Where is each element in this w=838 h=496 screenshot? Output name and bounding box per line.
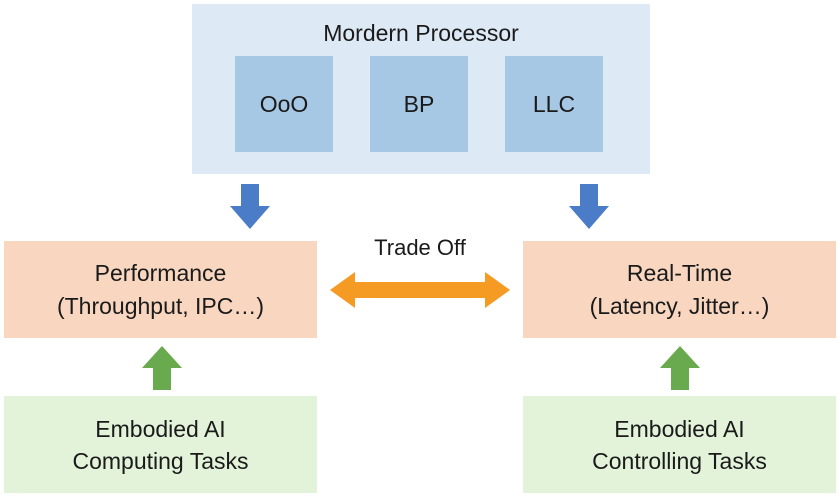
controlling-tasks-box: Embodied AI Controlling Tasks: [523, 396, 836, 493]
llc-component: LLC: [505, 56, 603, 152]
tradeoff-label: Trade Off: [374, 235, 466, 260]
performance-metrics: (Throughput, IPC…): [56, 292, 265, 319]
bp-component: BP: [370, 56, 468, 152]
performance-title: Performance: [94, 259, 227, 286]
controlling-tasks-line1: Embodied AI: [614, 415, 745, 442]
up-arrow-left-icon: [142, 346, 182, 390]
tradeoff-double-arrow-icon: [330, 272, 510, 308]
ooo-component: OoO: [235, 56, 333, 152]
performance-box: Performance (Throughput, IPC…): [4, 241, 317, 338]
down-arrow-right-icon: [569, 184, 609, 229]
computing-tasks-box: Embodied AI Computing Tasks: [4, 396, 317, 493]
up-arrow-right-icon: [660, 346, 700, 390]
computing-tasks-line1: Embodied AI: [95, 415, 226, 442]
realtime-title: Real-Time: [626, 259, 733, 286]
down-arrow-left-icon: [230, 184, 270, 229]
computing-tasks-line2: Computing Tasks: [72, 447, 249, 474]
processor-title: Mordern Processor: [323, 20, 519, 46]
controlling-tasks-line2: Controlling Tasks: [592, 447, 767, 474]
realtime-box: Real-Time (Latency, Jitter…): [523, 241, 836, 338]
realtime-metrics: (Latency, Jitter…): [589, 292, 770, 319]
